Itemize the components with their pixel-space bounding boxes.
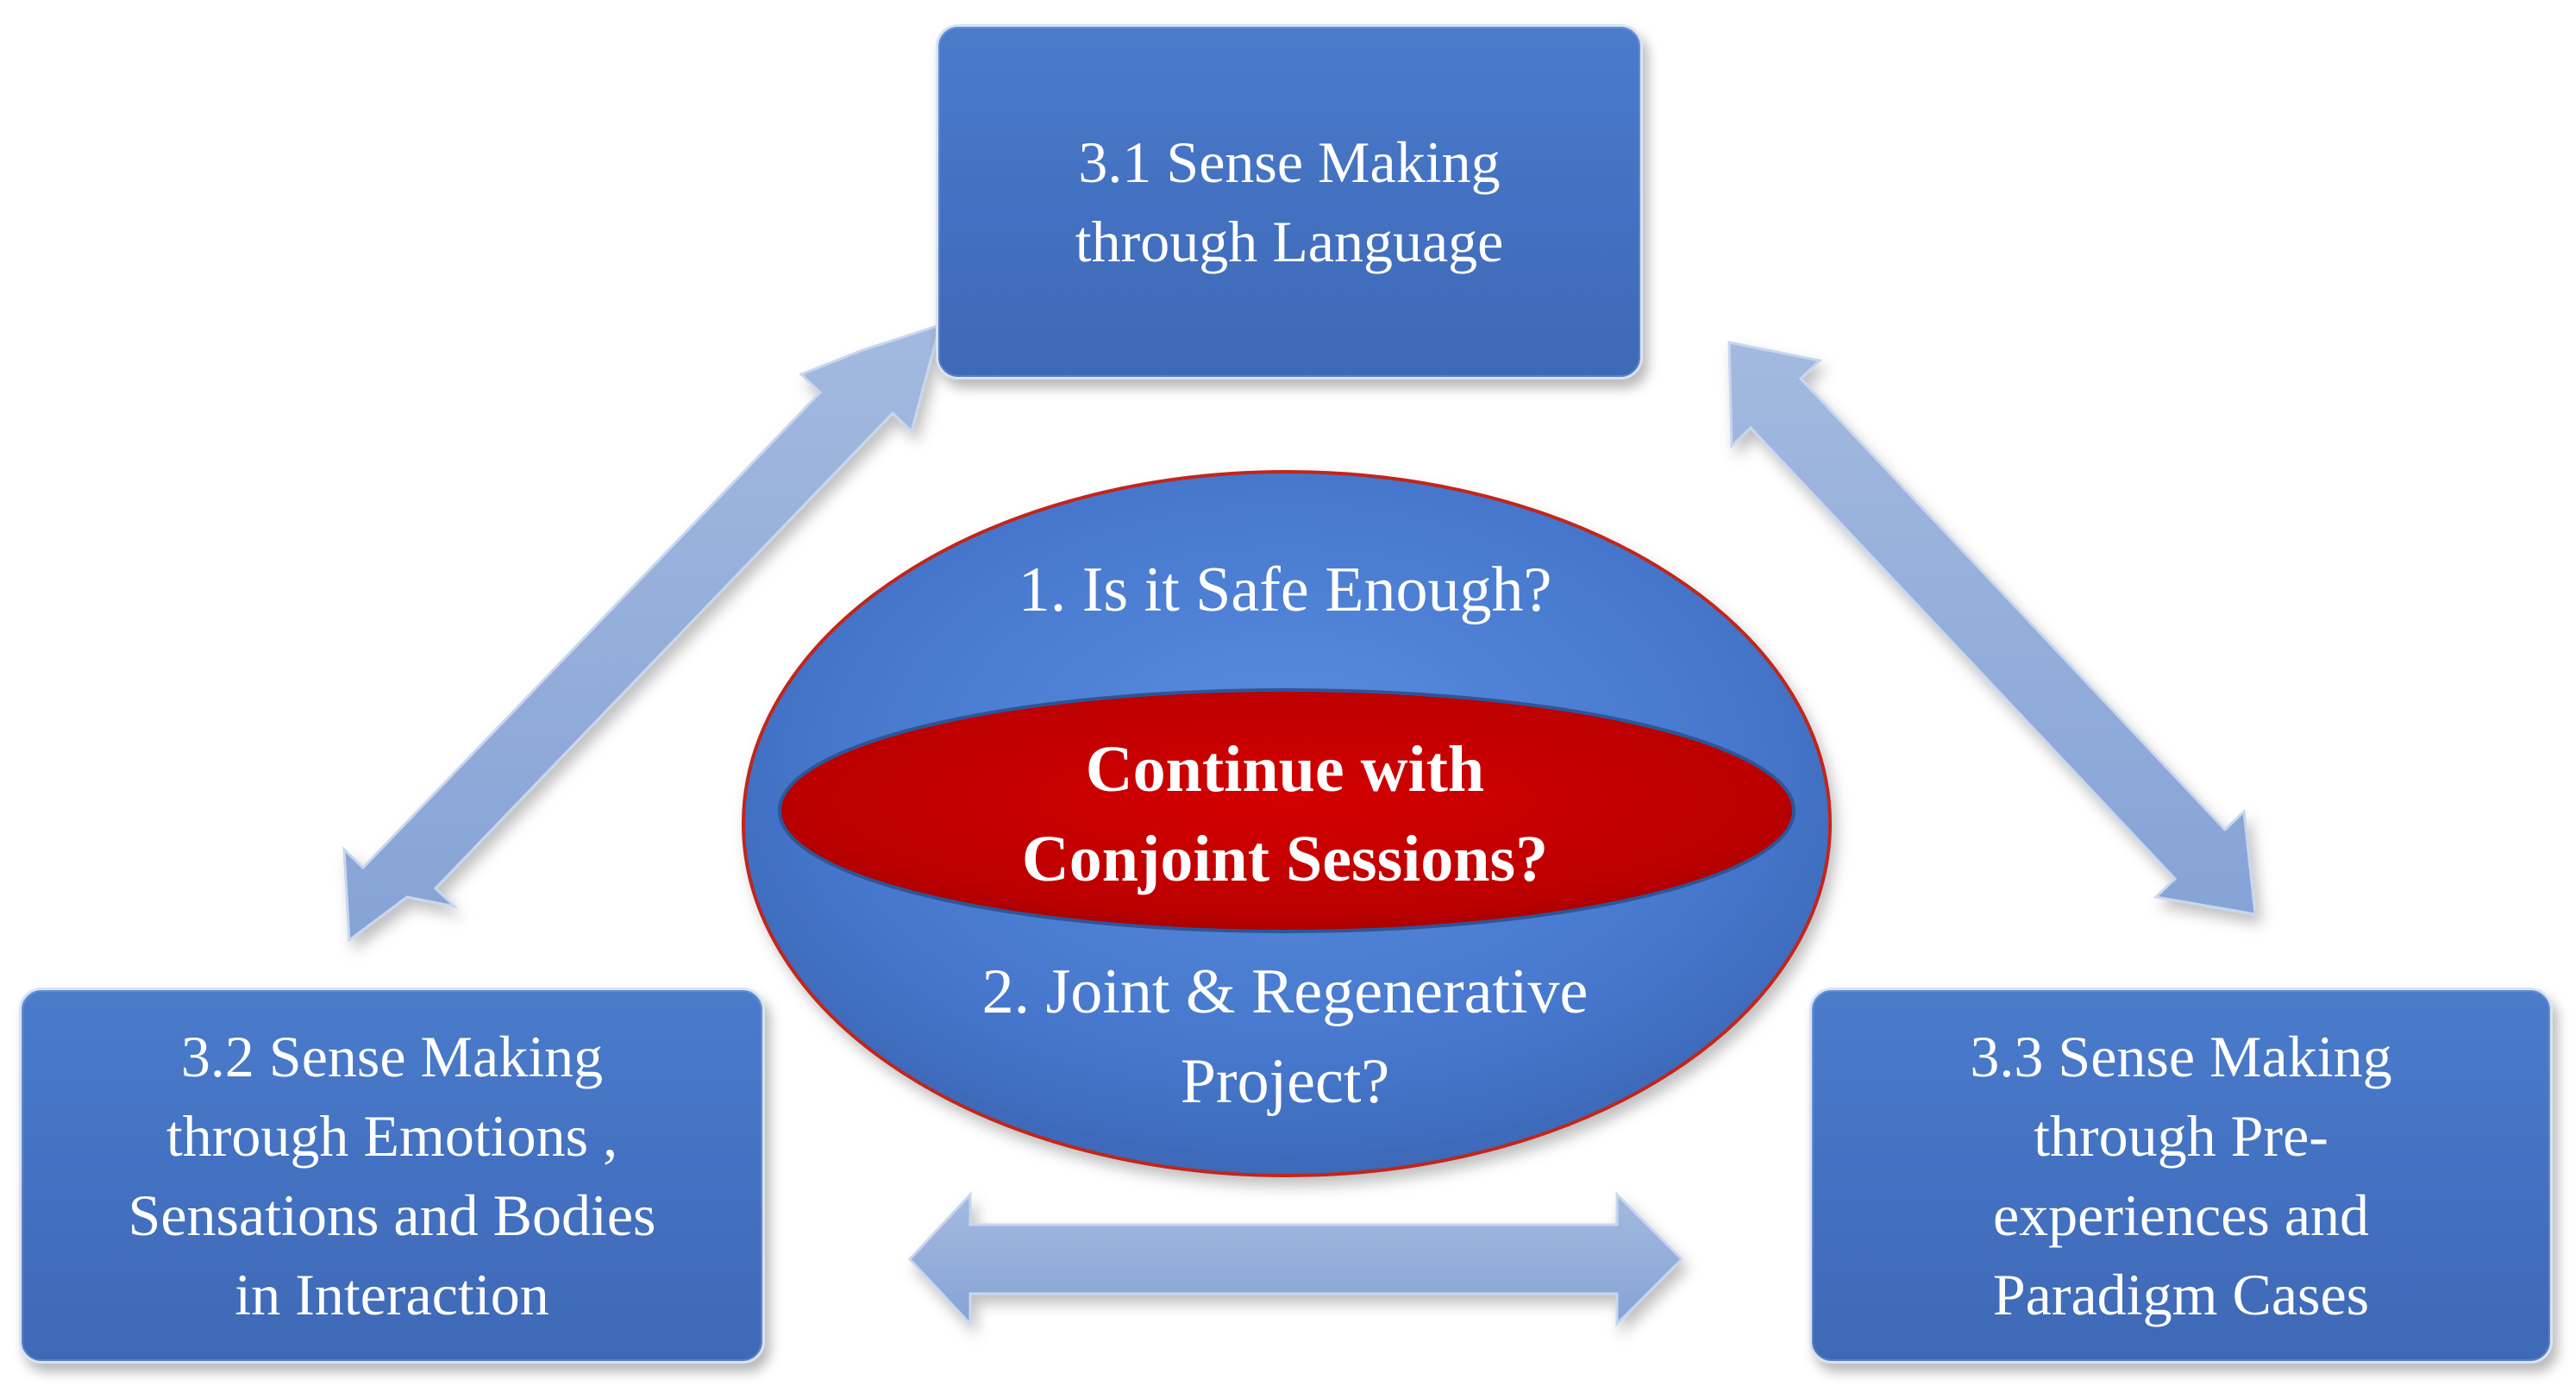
node-sense-making-pre-experiences: 3.3 Sense Making through Pre- experience… bbox=[1809, 988, 2553, 1364]
core-question-conjoint-sessions: Continue with Conjoint Sessions? bbox=[1021, 733, 1549, 895]
arrow-left-right bbox=[907, 1191, 1684, 1327]
node-label-language: 3.1 Sense Making through Language bbox=[1075, 129, 1504, 274]
core-ellipse bbox=[778, 688, 1796, 933]
node-sense-making-language: 3.1 Sense Making through Language bbox=[936, 24, 1643, 379]
node-label-emotions: 3.2 Sense Making through Emotions , Sens… bbox=[128, 1024, 656, 1327]
node-label-pre-experiences: 3.3 Sense Making through Pre- experience… bbox=[1970, 1024, 2392, 1327]
node-sense-making-emotions: 3.2 Sense Making through Emotions , Sens… bbox=[19, 988, 765, 1364]
question-joint-project: 2. Joint & Regenerative Project? bbox=[981, 956, 1589, 1117]
arrow-top-right bbox=[1727, 341, 2257, 916]
question-safe-enough: 1. Is it Safe Enough? bbox=[1018, 555, 1552, 625]
arrow-top-left bbox=[342, 323, 943, 943]
